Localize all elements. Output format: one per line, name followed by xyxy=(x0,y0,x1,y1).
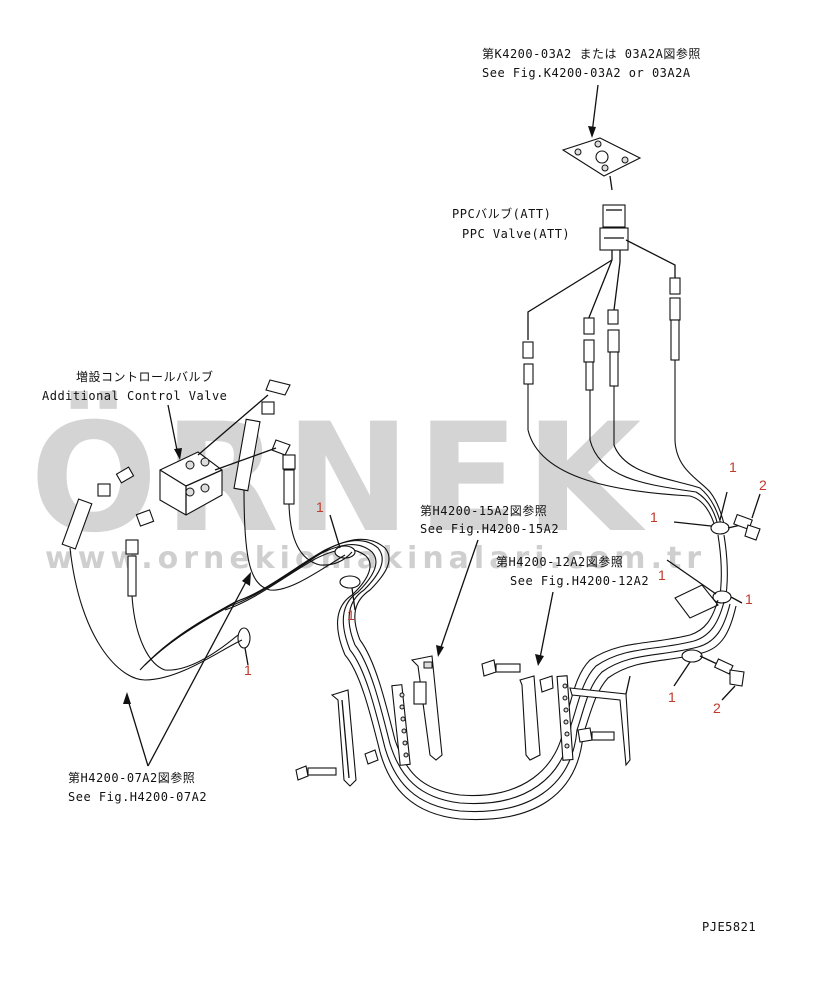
part-number-1: 1 xyxy=(745,591,753,607)
ppc-hose-fittings xyxy=(522,277,681,445)
ref-k4200-jp: 第K4200-03A2 または 03A2A図参照 xyxy=(482,46,701,61)
hose-bundle-mid xyxy=(224,514,390,656)
plate-right xyxy=(569,675,631,767)
bracket-rail-right xyxy=(556,675,574,761)
part-number-1: 1 xyxy=(347,607,355,623)
hose-bundle-left xyxy=(139,599,251,671)
bolt-right xyxy=(577,727,615,743)
arrow-07-a xyxy=(123,692,131,704)
part-number-1: 1 xyxy=(316,499,324,515)
bracket-2 xyxy=(410,655,443,761)
ppc-valve-en: PPC Valve(ATT) xyxy=(462,227,570,241)
bolt-lower-right xyxy=(699,655,745,701)
leader-07-a xyxy=(127,699,149,767)
watermark-brand: ÖRNEK xyxy=(30,390,647,566)
leader-07-b xyxy=(147,577,249,767)
clamp-bundle-right xyxy=(681,649,703,663)
ppc-valve xyxy=(599,204,629,262)
clamp-mid-2 xyxy=(339,575,361,589)
arrow-15 xyxy=(436,645,444,657)
clamp-left xyxy=(237,627,251,649)
arrow-k4200 xyxy=(588,126,596,138)
leader-15 xyxy=(439,539,479,651)
drawing-code: PJE5821 xyxy=(702,920,756,934)
leader-add-valve xyxy=(167,404,179,456)
part-number-2: 2 xyxy=(759,477,767,493)
watermark: ÖRNEK www.ornekiomakinalari.com.tr xyxy=(30,390,706,576)
ppc-branch-lines xyxy=(527,239,676,340)
part-number-2: 2 xyxy=(713,700,721,716)
arrow-12 xyxy=(535,654,544,666)
hose-bundle-bottom xyxy=(344,639,584,821)
ref-h4200-12-en: See Fig.H4200-12A2 xyxy=(510,574,649,588)
ppc-mount-plate xyxy=(561,137,642,191)
leader-12 xyxy=(539,591,554,659)
part-number-1: 1 xyxy=(729,459,737,475)
add-valve-en: Additional Control Valve xyxy=(42,389,227,403)
part-number-1: 1 xyxy=(244,662,252,678)
ref-h4200-15-jp: 第H4200-15A2図参照 xyxy=(420,503,547,518)
bolt-bottom-left xyxy=(295,765,337,781)
watermark-url: www.ornekiomakinalari.com.tr xyxy=(45,541,706,576)
bracket-3 xyxy=(519,675,541,761)
clamp-right-mid xyxy=(666,559,743,619)
add-valve-jp: 増設コントロールバルブ xyxy=(76,369,214,384)
bracket-1 xyxy=(330,689,357,787)
arrow-07-b xyxy=(242,572,251,586)
ref-k4200-en: See Fig.K4200-03A2 or 03A2A xyxy=(482,66,691,80)
leader-k4200 xyxy=(591,84,599,134)
ppc-valve-jp: PPCバルブ(ATT) xyxy=(452,206,551,221)
bolt-upper xyxy=(733,513,761,541)
spacer-bottom xyxy=(364,749,379,765)
part-number-1: 1 xyxy=(658,567,666,583)
add-control-valve xyxy=(159,451,223,516)
part-number-1: 1 xyxy=(668,689,676,705)
part-number-1: 1 xyxy=(650,509,658,525)
arrow-add-valve xyxy=(174,448,182,460)
ref-h4200-12-jp: 第H4200-12A2図参照 xyxy=(496,554,623,569)
bolt-mid xyxy=(481,659,521,677)
spacer-mid xyxy=(539,675,554,693)
clamp-right-upper xyxy=(673,491,761,541)
hose-bundle-right xyxy=(564,599,737,736)
ref-h4200-07-en: See Fig.H4200-07A2 xyxy=(68,790,207,804)
ref-h4200-15-en: See Fig.H4200-15A2 xyxy=(420,522,559,536)
hoses-left-loops xyxy=(69,489,353,681)
add-valve-fittings xyxy=(61,379,296,597)
ref-h4200-07-jp: 第H4200-07A2図参照 xyxy=(68,770,195,785)
bracket-rail-left xyxy=(391,684,411,766)
